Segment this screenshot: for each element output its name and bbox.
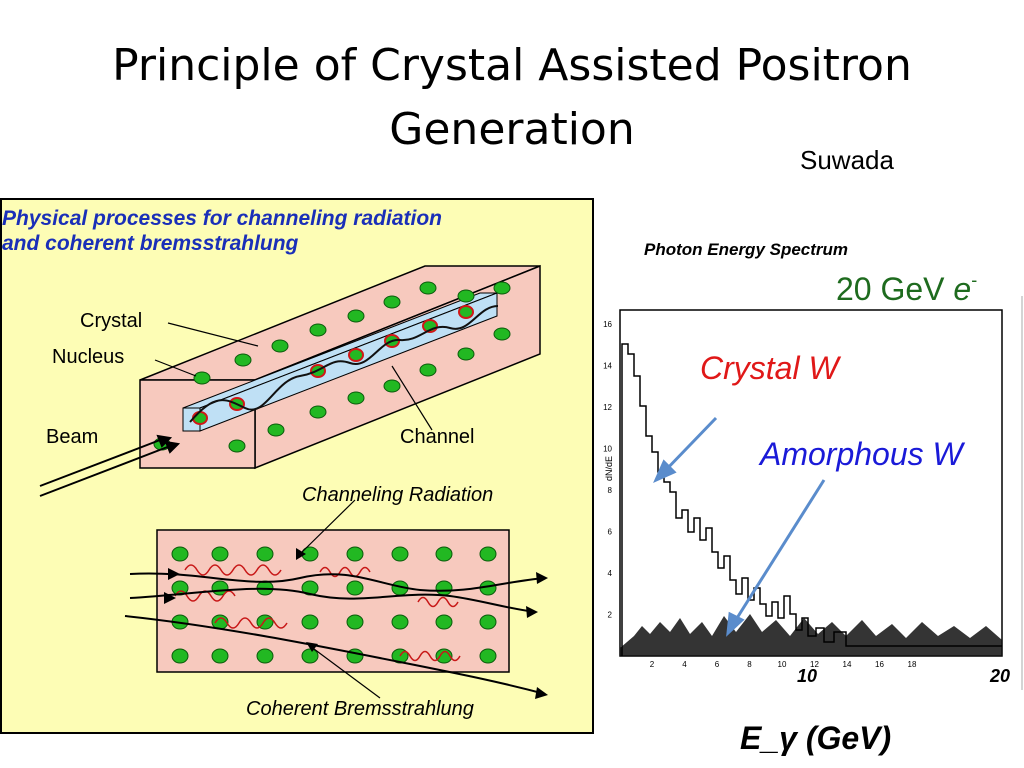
channeling-diagram xyxy=(0,198,594,734)
annotation-arrows xyxy=(653,416,826,637)
nucleus-label: Nucleus xyxy=(52,346,125,368)
lattice-nucleus xyxy=(346,580,364,596)
channeled-trajectory xyxy=(189,305,499,423)
figure-heading: Physical processes for channeling radiat… xyxy=(2,206,594,256)
y-tick-label: 8 xyxy=(608,486,613,495)
lattice-panel xyxy=(156,529,510,673)
lattice-trajectories xyxy=(124,572,546,695)
crystal-label: Crystal xyxy=(80,310,143,332)
y-tick-label: 2 xyxy=(608,611,613,620)
amorphous-w-label: Amorphous W xyxy=(760,436,963,472)
lattice-nucleus xyxy=(256,648,274,664)
lattice-nucleus xyxy=(479,614,497,630)
x-tick-label: 6 xyxy=(715,660,720,669)
lattice-nucleus xyxy=(435,546,453,562)
radiation-waves xyxy=(174,564,461,662)
x-tick-label: 16 xyxy=(875,660,884,669)
beam-charge: - xyxy=(971,270,978,290)
lattice-nucleus xyxy=(301,614,319,630)
author-label: Suwada xyxy=(800,145,894,175)
y-tick-label: 12 xyxy=(603,403,612,412)
beam-label: Beam xyxy=(46,426,99,448)
y-axis-label: dN/dE xyxy=(604,456,614,481)
x-tick-20-label: 20 xyxy=(990,666,1011,686)
x-ticks: 2 4 6 8 10 12 14 16 18 xyxy=(650,660,917,669)
lattice-nucleus xyxy=(256,546,274,562)
spectrum-title: Photon Energy Spectrum xyxy=(644,240,849,259)
x-axis-label: E_γ (GeV) xyxy=(740,720,892,756)
channel-label: Channel xyxy=(400,426,475,448)
lattice-nucleus xyxy=(435,614,453,630)
crystal-w-histogram xyxy=(621,343,1002,656)
lattice-arrowheads xyxy=(164,568,548,699)
lattice-nucleus xyxy=(435,580,453,596)
y-ticks: 2 4 6 8 10 12 14 16 xyxy=(603,320,612,620)
lattice-nucleus xyxy=(211,546,229,562)
coherent-bremsstrahlung-label: Coherent Bremsstrahlung xyxy=(246,698,474,720)
lattice-nucleus xyxy=(391,546,409,562)
y-tick-label: 16 xyxy=(603,320,612,329)
x-tick-10-label: 10 xyxy=(797,666,818,686)
beam-arrows xyxy=(39,434,181,497)
lattice-nucleus xyxy=(171,648,189,664)
beam-particle: e xyxy=(953,271,972,307)
channeling-radiation-label: Channeling Radiation xyxy=(302,484,494,506)
beam-energy-label: 20 GeV e- xyxy=(836,270,977,308)
figure-heading-line2: and coherent bremsstrahlung xyxy=(2,232,299,255)
x-tick-label: 10 xyxy=(778,660,787,669)
lattice-nucleus xyxy=(171,546,189,562)
slide-title: Principle of Crystal Assisted Positron G… xyxy=(112,40,912,155)
beam-energy-value: 20 GeV xyxy=(836,271,954,307)
lattice-nucleus xyxy=(211,648,229,664)
x-tick-label: 8 xyxy=(747,660,752,669)
x-tick-label: 18 xyxy=(908,660,917,669)
x-tick-label: 4 xyxy=(682,660,687,669)
lattice-nucleus xyxy=(391,614,409,630)
lattice-nucleus xyxy=(346,614,364,630)
label-leaders xyxy=(154,322,433,431)
lattice-leaders xyxy=(297,499,381,699)
y-tick-label: 14 xyxy=(603,362,612,371)
y-tick-label: 6 xyxy=(608,528,613,537)
y-tick-label: 10 xyxy=(603,445,612,454)
lattice-leader-heads xyxy=(296,548,318,652)
x-tick-label: 12 xyxy=(810,660,819,669)
amorphous-w-histogram xyxy=(620,614,1002,656)
lattice-nucleus xyxy=(479,648,497,664)
crystal-w-label: Crystal W xyxy=(700,350,839,386)
lattice-nucleus xyxy=(479,546,497,562)
crystal-nuclei xyxy=(153,281,511,453)
x-tick-label: 14 xyxy=(843,660,852,669)
lattice-nucleus xyxy=(301,648,319,664)
x-tick-label: 2 xyxy=(650,660,655,669)
figure-heading-line1: Physical processes for channeling radiat… xyxy=(2,207,442,230)
y-tick-label: 4 xyxy=(608,569,613,578)
lattice-nucleus xyxy=(346,546,364,562)
